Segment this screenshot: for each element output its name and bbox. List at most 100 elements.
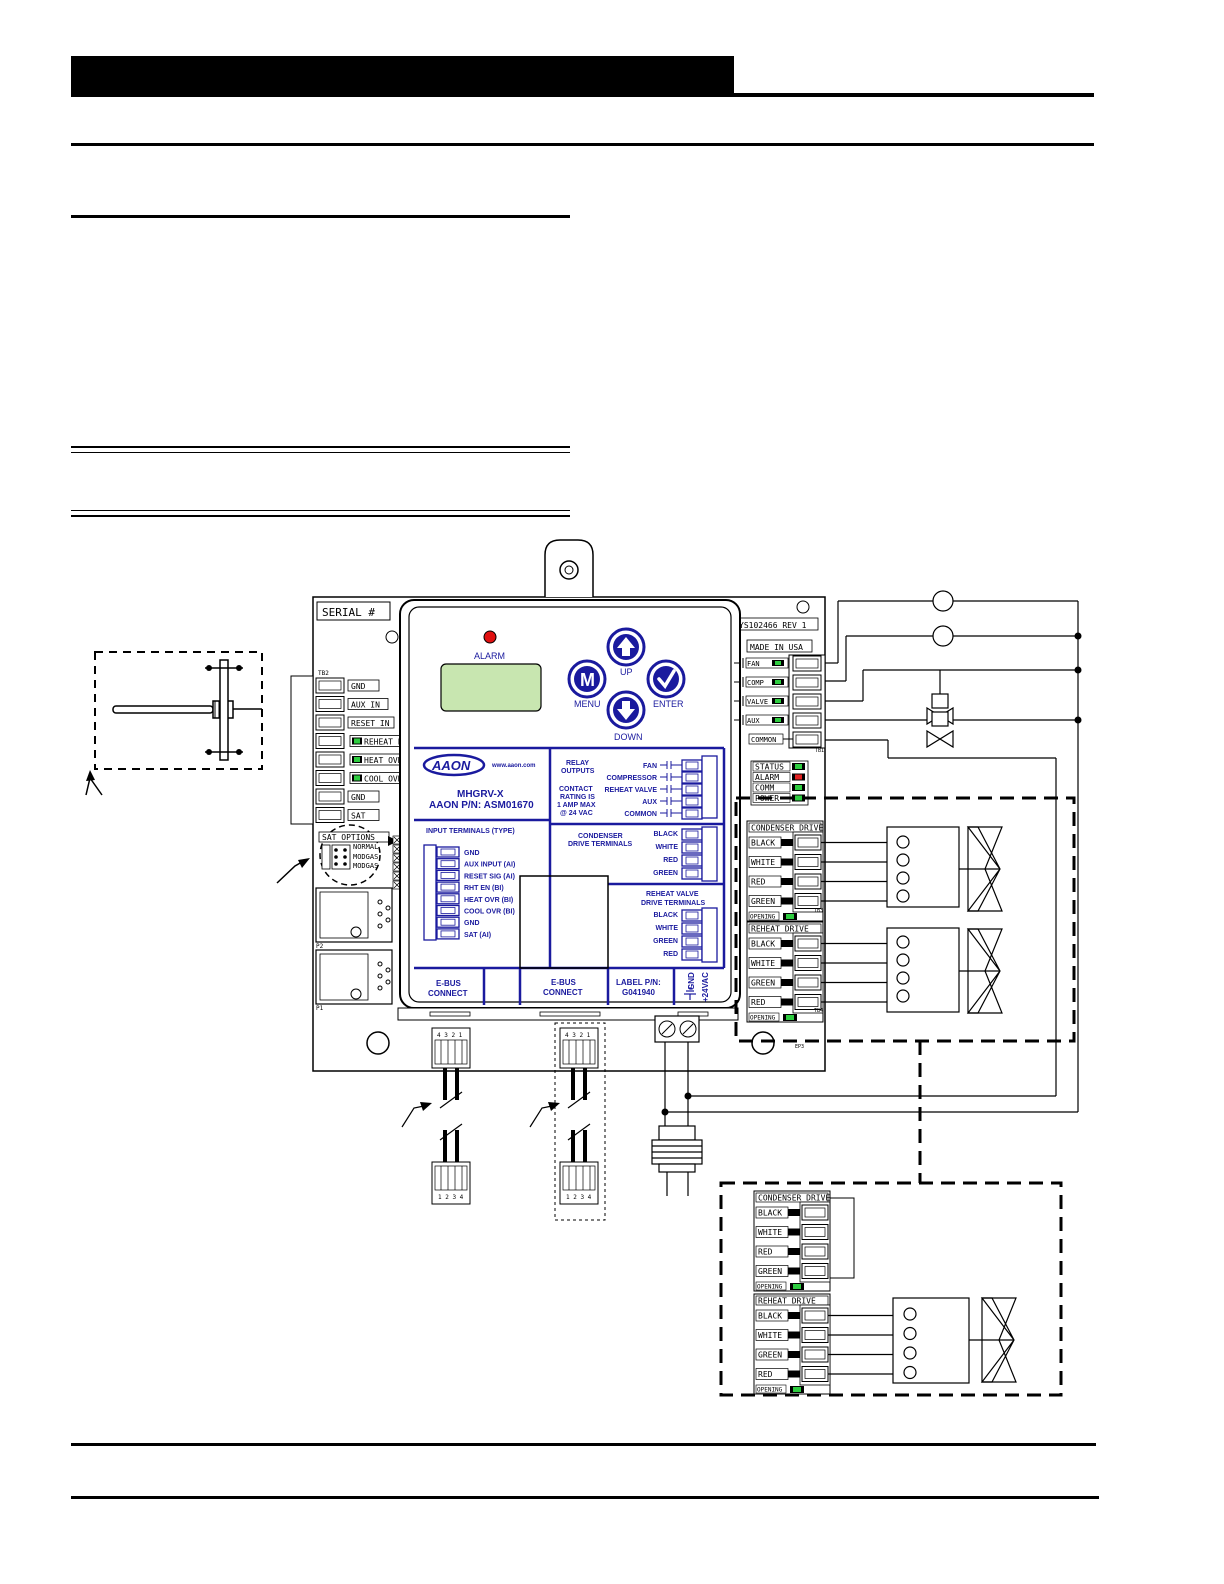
expansion-reheat-screw-3-inner bbox=[804, 1369, 826, 1379]
expansion-reheat-title: REHEAT DRIVE bbox=[758, 1297, 816, 1306]
tb2-label-box-7 bbox=[347, 809, 380, 821]
reheat-eev-coil-1 bbox=[896, 953, 910, 967]
relay-terminal-inner-0 bbox=[685, 761, 699, 770]
tb1-label: TB1 bbox=[815, 748, 824, 754]
cover-condenser-inner-1 bbox=[685, 843, 699, 852]
relay-output-common: COMMON bbox=[624, 811, 657, 818]
onboard-condenser-wire-green: GREEN bbox=[751, 897, 775, 906]
status-label-box-2 bbox=[752, 782, 791, 793]
expansion-eev-coil-3 bbox=[903, 1365, 917, 1380]
expansion-condenser-title: CONDENSER DRIVE bbox=[758, 1194, 830, 1203]
onboard-condenser-opening-led bbox=[786, 914, 794, 919]
down-button[interactable]: DOWN bbox=[606, 690, 646, 742]
condenser-eev-coil-2 bbox=[896, 871, 910, 885]
ground-symbol-icon bbox=[684, 987, 696, 1000]
ebus-cable-left: 4 3 2 11 2 3 4 bbox=[401, 1027, 471, 1205]
expansion-reheat-opening-led bbox=[793, 1387, 801, 1392]
down-label: DOWN bbox=[614, 732, 643, 742]
expansion-condenser-opening-box bbox=[755, 1281, 787, 1291]
expansion-condenser-opening-led bbox=[793, 1284, 801, 1289]
input-terminal-sat-ai-7: SAT (AI) bbox=[464, 932, 491, 939]
cover-condenser-housing bbox=[701, 826, 718, 882]
expansion-condenser-pin-2 bbox=[788, 1248, 800, 1255]
expansion-eev-coil-0 bbox=[903, 1307, 917, 1321]
footer-rule-2 bbox=[71, 1496, 1099, 1499]
onboard-reheat-screw-1-inner bbox=[797, 958, 819, 968]
condenser-eev-coil-1 bbox=[896, 853, 910, 867]
expansion-reheat-pin-0 bbox=[788, 1312, 800, 1319]
reheat-eev-symbol bbox=[886, 927, 1003, 1014]
condenser-eev-coil-3 bbox=[896, 889, 910, 903]
p1-label: P1 bbox=[316, 1005, 324, 1012]
sat-options-jumper: SAT OPTIONS NORMAL MODGAS MODGAS bbox=[276, 824, 398, 886]
tb1-led-2 bbox=[775, 699, 781, 703]
section-rule-2b bbox=[71, 452, 570, 453]
input-terminal-aux-input-ai-1: AUX INPUT (AI) bbox=[464, 862, 515, 869]
input-terminal-list: GND AUX INPUT (AI) RESET SIG (AI) RHT EN (B… bbox=[423, 844, 515, 941]
expansion-condenser-pin-1 bbox=[788, 1228, 800, 1236]
keypad-area: ALARM bbox=[440, 630, 542, 712]
input-terminal-gnd-6: GND bbox=[464, 920, 480, 927]
tb2-label-box-1 bbox=[347, 698, 389, 710]
status-label-comm: COMM bbox=[755, 784, 774, 793]
tb1-screw-4-inner bbox=[795, 734, 819, 745]
tb1-screw-2-inner bbox=[795, 696, 819, 707]
ebus-cable-left-pointer-head bbox=[420, 1102, 432, 1111]
ep3-label: EP3 bbox=[795, 1044, 804, 1050]
relay-output-aux: AUX bbox=[642, 799, 657, 806]
tb2-label-cool-ovrd-5: COOL OVRD bbox=[364, 775, 408, 784]
reheat-eev-coil-0 bbox=[896, 935, 910, 949]
ebus-cable-left-break-top bbox=[439, 1091, 463, 1109]
expansion-condenser-screw-0-inner bbox=[804, 1207, 826, 1218]
input-terminal-reset-sig-ai-2: RESET SIG (AI) bbox=[464, 873, 515, 880]
side-x-pins bbox=[392, 835, 402, 890]
onboard-condenser-opening-label: OPENING bbox=[750, 914, 776, 921]
relay-outputs-title-1: RELAY bbox=[566, 760, 589, 767]
relay-terminal-housing bbox=[701, 755, 718, 819]
cover-condenser-white: WHITE bbox=[655, 844, 678, 851]
onboard-condenser-wire-red: RED bbox=[751, 878, 766, 887]
expansion-reheat-pin-3 bbox=[788, 1370, 800, 1378]
tb2-screw-4-inner bbox=[318, 754, 342, 765]
onboard-drive-region bbox=[734, 796, 1076, 1043]
input-terminal-heat-ovr-bi-4: HEAT OVR (BI) bbox=[464, 897, 513, 904]
tb2-label-heat-ovrd-4: HEAT OVRD bbox=[364, 756, 408, 765]
tb1-screw-3-inner bbox=[795, 715, 819, 726]
enter-button[interactable]: ENTER bbox=[646, 659, 686, 709]
up-label: UP bbox=[620, 667, 633, 677]
sat-option-normal: NORMAL bbox=[353, 843, 378, 851]
onboard-reheat-pin-0 bbox=[781, 940, 793, 947]
menu-label: MENU bbox=[574, 699, 601, 709]
menu-button[interactable]: M MENU bbox=[567, 659, 607, 709]
tb2-led-5 bbox=[354, 775, 360, 781]
expansion-reheat-pin-1 bbox=[788, 1331, 800, 1339]
up-button[interactable]: UP bbox=[606, 627, 646, 677]
onboard-reheat-opening-box bbox=[748, 1012, 780, 1022]
expansion-condenser-screw-3-inner bbox=[804, 1266, 826, 1276]
fan-contactor-coil-icon bbox=[932, 590, 954, 612]
condenser-title-2: DRIVE TERMINALS bbox=[568, 841, 633, 848]
sat-option-modgas-2: MODGAS bbox=[353, 862, 378, 870]
relay-outputs-title-2: OUTPUTS bbox=[561, 768, 595, 775]
input-terminal-cool-ovr-bi-5: COOL OVR (BI) bbox=[464, 909, 515, 916]
onboard-reheat-pin-3 bbox=[781, 998, 793, 1006]
tb2-screw-7-inner bbox=[318, 810, 342, 820]
tb1-led-0 bbox=[775, 661, 781, 665]
status-label-box-0 bbox=[752, 761, 791, 772]
reheat-eev-coil-2 bbox=[896, 971, 910, 985]
input-terminal-rht-en-bi-3: RHT EN (BI) bbox=[464, 885, 504, 892]
tb1-label-box-2 bbox=[745, 695, 789, 707]
cover-reheat-inner-0 bbox=[685, 911, 699, 920]
input-terminal-gnd-0: GND bbox=[464, 850, 480, 857]
expansion-reheat-screw-1-inner bbox=[804, 1330, 826, 1340]
tb2-label-sat-7: SAT bbox=[351, 812, 366, 821]
onboard-condenser-pin-1 bbox=[781, 858, 793, 866]
tb2-led-3 bbox=[354, 738, 360, 744]
cover-reheat-black: BLACK bbox=[654, 912, 679, 919]
tb2-label-box-2 bbox=[347, 716, 395, 729]
expansion-condenser-wire-black: BLACK bbox=[758, 1209, 782, 1218]
